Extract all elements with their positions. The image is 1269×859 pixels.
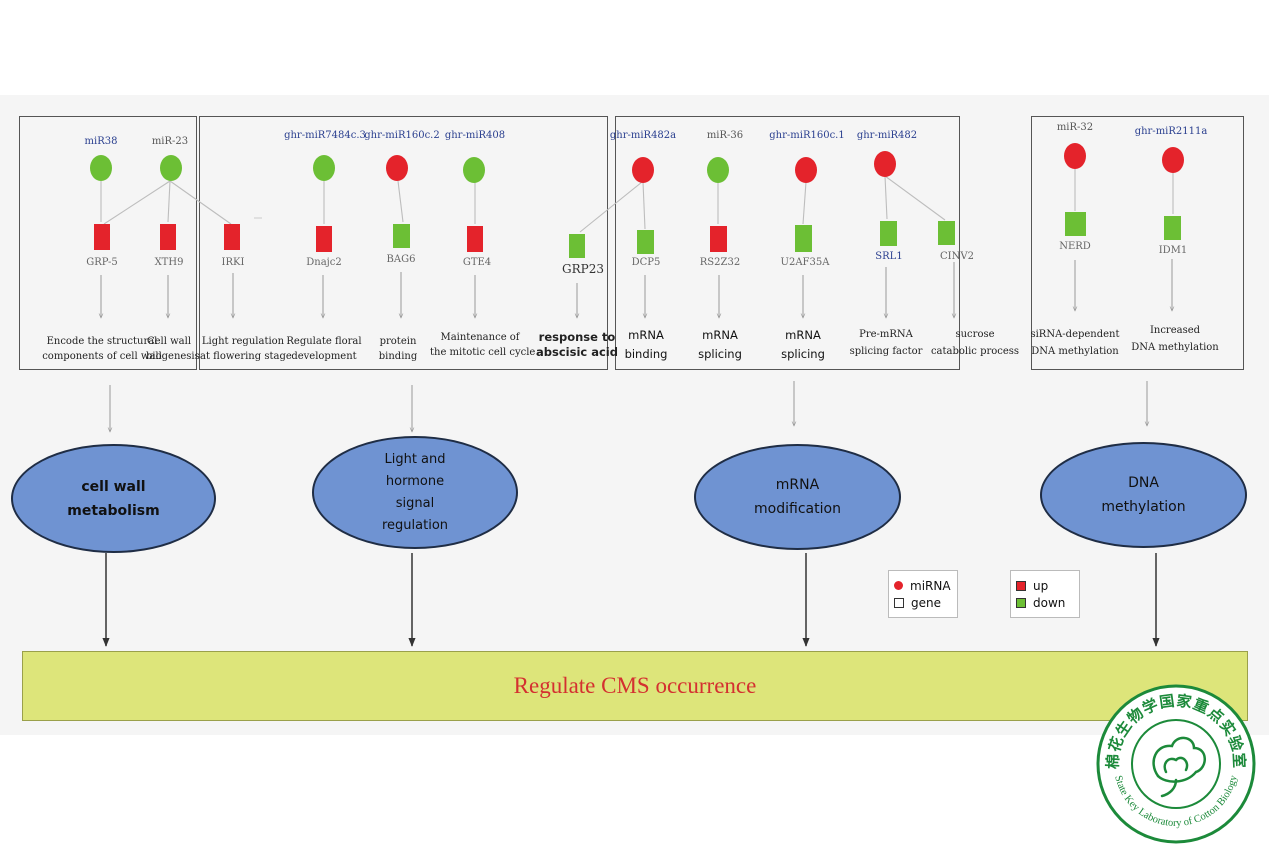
group-frame-cell-wall bbox=[19, 116, 197, 370]
link-miR23-GRP5 bbox=[103, 180, 171, 225]
mirna-label: miR-23 bbox=[151, 136, 189, 147]
gene-node-NERD bbox=[1065, 212, 1086, 236]
gene-node-GRP23 bbox=[569, 234, 585, 258]
gene-node-Dnajc2 bbox=[316, 226, 332, 252]
gene-label: GRP-5 bbox=[86, 257, 118, 268]
up-legend-icon bbox=[1016, 580, 1026, 591]
gene-node-IRKI bbox=[224, 224, 240, 250]
mirna-node-ghr-miR160c.2 bbox=[386, 155, 408, 181]
gene-node-GRP-5 bbox=[94, 224, 110, 250]
legend-mirna-label: miRNA bbox=[910, 578, 951, 593]
outcome-bar: Regulate CMS occurrence bbox=[22, 651, 1248, 721]
legend-node-type: miRNA gene bbox=[888, 570, 958, 618]
mirna-node-ghr-miR408 bbox=[463, 157, 485, 183]
mirna-label: ghr-miR408 bbox=[444, 130, 506, 141]
gene-node-GTE4 bbox=[467, 226, 483, 252]
legend-down-label: down bbox=[1033, 595, 1066, 610]
mirna-node-ghr-miR7484c.3 bbox=[313, 155, 335, 181]
mirna-node-ghr-miR482a bbox=[632, 157, 654, 183]
gene-label: RS2Z32 bbox=[699, 257, 741, 268]
mirna-node-ghr-miR2111a bbox=[1162, 147, 1184, 173]
mirna-label: miR-32 bbox=[1056, 122, 1094, 133]
gene-node-U2AF35A bbox=[795, 225, 812, 252]
cotton-boll-icon bbox=[1152, 736, 1206, 798]
gene-node-CINV2 bbox=[938, 221, 955, 245]
mirna-label: ghr-miR482 bbox=[856, 130, 918, 141]
down-legend-icon bbox=[1016, 597, 1026, 608]
gene-label: Dnajc2 bbox=[306, 257, 342, 268]
gene-node-XTH9 bbox=[160, 224, 176, 250]
group-frame-dna-methylation bbox=[1031, 116, 1244, 370]
mirna-label: ghr-miR160c.1 bbox=[769, 130, 845, 141]
gene-label: BAG6 bbox=[386, 254, 416, 265]
mirna-label: ghr-miR482a bbox=[609, 130, 677, 141]
mirna-node-miR-23 bbox=[160, 155, 182, 181]
mirna-label: ghr-miR160c.2 bbox=[364, 130, 440, 141]
link-miR23-IRKI bbox=[169, 180, 232, 225]
gene-label: DCP5 bbox=[631, 257, 661, 268]
mirna-node-miR-32 bbox=[1064, 143, 1086, 169]
gene-node-IDM1 bbox=[1164, 216, 1181, 240]
mirna-node-ghr-miR160c.1 bbox=[795, 157, 817, 183]
legend-up-label: up bbox=[1033, 578, 1049, 593]
mirna-label: miR-36 bbox=[706, 130, 744, 141]
gene-label: XTH9 bbox=[154, 257, 184, 268]
gene-label: GRP23 bbox=[562, 262, 604, 276]
gene-label: SRL1 bbox=[875, 251, 903, 262]
mirna-label: ghr-miR2111a bbox=[1134, 126, 1208, 137]
outcome-label: Regulate CMS occurrence bbox=[513, 673, 757, 698]
gene-node-BAG6 bbox=[393, 224, 410, 248]
laboratory-seal-logo: 棉花生物学国家重点实验室 State Key Laboratory of Cot… bbox=[1096, 684, 1256, 844]
gene-label: GTE4 bbox=[462, 257, 492, 268]
gene-node-SRL1 bbox=[880, 221, 897, 246]
gene-node-DCP5 bbox=[637, 230, 654, 254]
group-frame-light-hormone bbox=[199, 116, 608, 370]
mirna-legend-icon bbox=[894, 581, 903, 590]
gene-label: IDM1 bbox=[1158, 245, 1188, 256]
gene-legend-icon bbox=[894, 597, 904, 608]
mirna-node-ghr-miR482 bbox=[874, 151, 896, 177]
link-miR23-XTH9 bbox=[167, 180, 171, 223]
gene-label: NERD bbox=[1059, 241, 1091, 252]
diagram-background bbox=[0, 95, 1269, 735]
gene-label: U2AF35A bbox=[780, 257, 830, 268]
group-frame-mrna bbox=[615, 116, 960, 370]
gene-label: CINV2 bbox=[940, 251, 974, 262]
legend-gene-label: gene bbox=[911, 595, 941, 610]
mirna-node-miR-36 bbox=[707, 157, 729, 183]
gene-node-RS2Z32 bbox=[710, 226, 727, 252]
mirna-node-miR38 bbox=[90, 155, 112, 181]
mirna-label: miR38 bbox=[84, 136, 118, 147]
gene-label: IRKI bbox=[221, 257, 245, 268]
legend-regulation: up down bbox=[1010, 570, 1080, 618]
mirna-label: ghr-miR7484c.3 bbox=[284, 130, 366, 141]
